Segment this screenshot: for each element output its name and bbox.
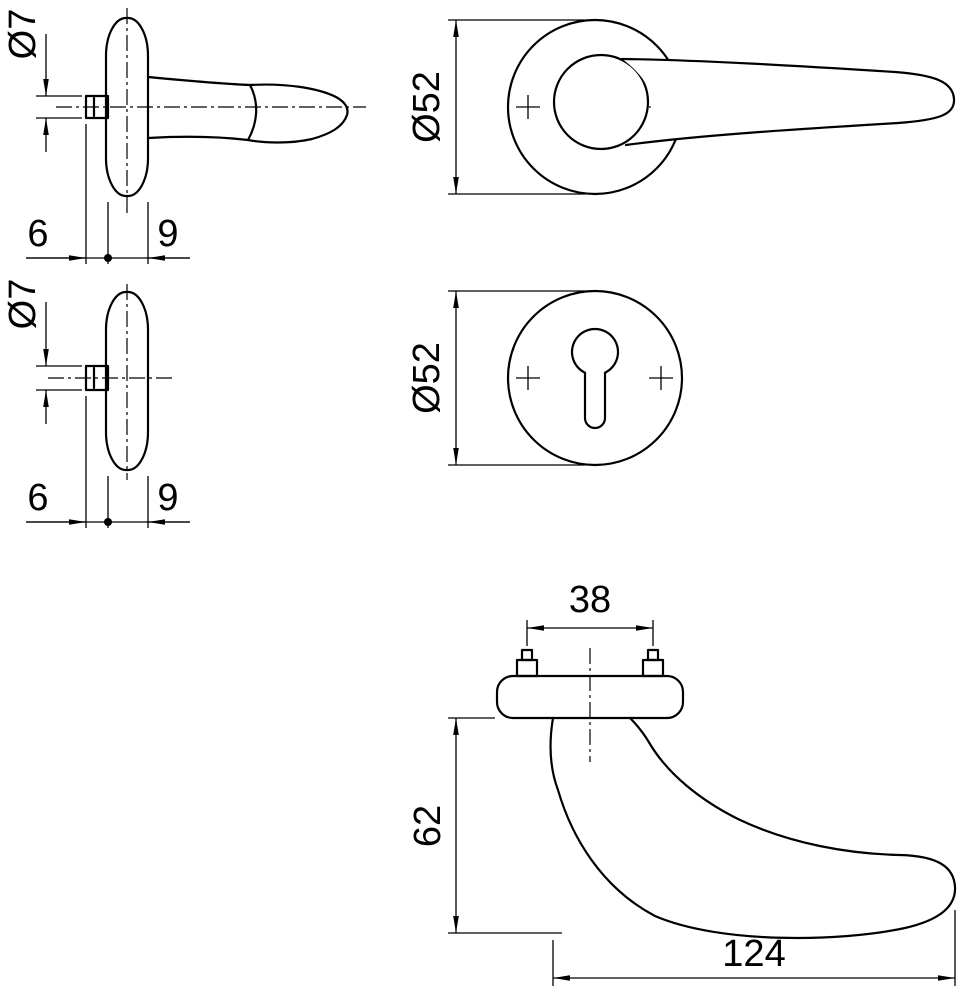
euro-cylinder-keyhole bbox=[570, 327, 620, 430]
dim-label-9-lever: 9 bbox=[157, 213, 178, 255]
lever-grip-base-arc bbox=[246, 83, 258, 142]
rose-front-outline bbox=[506, 289, 684, 467]
view-key-rose-side: Ø7 6 9 bbox=[2, 279, 190, 528]
view-handle-elevation: 38 62 124 bbox=[407, 579, 957, 986]
dim-label-9-key: 9 bbox=[157, 477, 178, 519]
lever-handle-side-outline bbox=[146, 75, 349, 144]
dim-label-dia7-key: Ø7 bbox=[2, 279, 44, 330]
view-lever-rose-side: Ø7 6 9 bbox=[2, 8, 366, 264]
dimension-chain-dot bbox=[104, 518, 112, 526]
rose-side-outline bbox=[104, 16, 150, 198]
screw-tip-right bbox=[646, 648, 660, 662]
rose-edge-outline bbox=[495, 674, 685, 720]
cylinder-stub bbox=[84, 364, 110, 392]
dimension-chain-dot bbox=[104, 254, 112, 262]
handle-grip-outline bbox=[620, 57, 956, 147]
rose-side-outline bbox=[104, 290, 150, 472]
dim-label-6-key: 6 bbox=[27, 477, 48, 519]
dim-label-38: 38 bbox=[569, 579, 611, 621]
dim-label-dia7-lever: Ø7 bbox=[2, 9, 44, 60]
dim-label-62: 62 bbox=[407, 805, 449, 847]
dim-label-124: 124 bbox=[722, 933, 785, 975]
dim-label-6-lever: 6 bbox=[27, 213, 48, 255]
handle-grip-mask bbox=[622, 59, 955, 145]
view-key-rose-front: Ø52 bbox=[406, 289, 684, 467]
view-lever-rose-front: Ø52 bbox=[406, 18, 956, 196]
handle-elevation-outline bbox=[549, 716, 957, 940]
screw-tip-left bbox=[520, 648, 534, 662]
dim-label-dia52-lever: Ø52 bbox=[406, 71, 448, 143]
spindle-square bbox=[84, 94, 110, 120]
handle-neck-circle bbox=[552, 53, 650, 151]
dim-label-dia52-key: Ø52 bbox=[406, 342, 448, 414]
